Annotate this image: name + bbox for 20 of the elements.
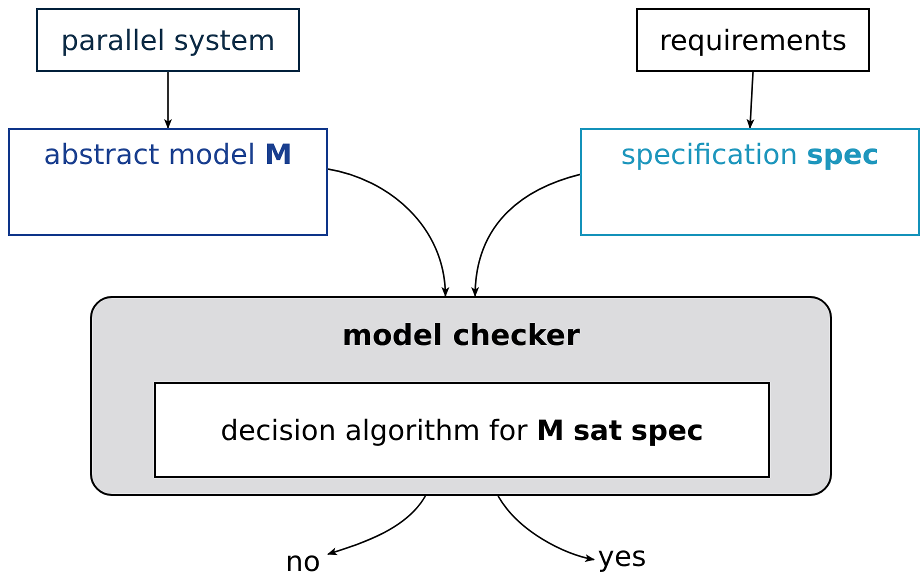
box-label: requirements	[659, 24, 847, 56]
checker-panel	[90, 296, 832, 496]
arrow	[328, 168, 449, 297]
box-label: abstract model M	[44, 138, 292, 171]
process-box	[36, 8, 300, 72]
box-label: parallel system	[60, 24, 276, 56]
model-box	[8, 128, 328, 236]
box-label: decision algorithm for M sat spec	[220, 414, 704, 446]
result-text: no	[286, 544, 320, 578]
box-label: specification spec	[621, 138, 879, 171]
result-text: yes	[598, 540, 646, 572]
arrow	[327, 496, 426, 556]
box-label: model checker	[342, 318, 580, 352]
algorithm-box	[154, 382, 770, 478]
arrow	[746, 72, 754, 129]
arrow	[164, 72, 172, 129]
arrow	[497, 496, 595, 562]
model-box	[580, 128, 920, 236]
process-box	[636, 8, 870, 72]
arrow	[472, 174, 580, 297]
